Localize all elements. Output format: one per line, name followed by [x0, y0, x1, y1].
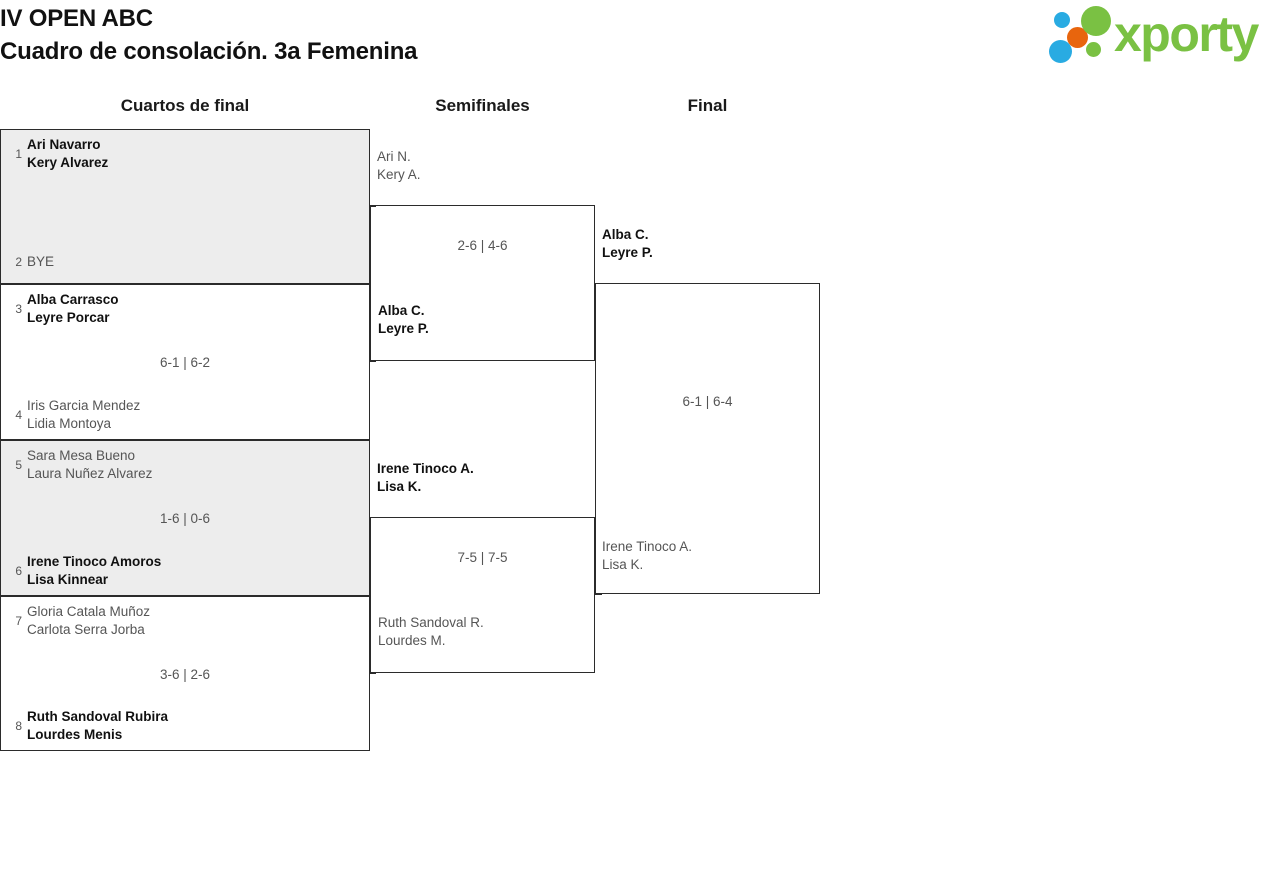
logo-dot-green-small — [1086, 42, 1101, 57]
connector-qf1-to-sf1 — [370, 206, 376, 207]
team-names: Alba Carrasco Leyre Porcar — [27, 292, 119, 325]
round-header-quarterfinals: Cuartos de final — [120, 96, 250, 115]
match-final[interactable]: 6-1 | 6-4 — [595, 283, 820, 594]
match-qf2-score: 6-1 | 6-2 — [159, 355, 211, 370]
logo-dot-orange — [1067, 27, 1088, 48]
match-final-score: 6-1 | 6-4 — [682, 394, 733, 409]
match-sf2-score: 7-5 | 7-5 — [457, 550, 508, 565]
team-names: Ruth Sandoval R. Lourdes M. — [378, 615, 484, 648]
team-names: Ari N. Kery A. — [377, 149, 421, 182]
match-sf2-player-bottom[interactable]: Ruth Sandoval R. Lourdes M. — [371, 614, 594, 650]
logo-dot-blue-small — [1054, 12, 1070, 28]
round-header-semifinals: Semifinales — [435, 96, 530, 115]
match-qf2-player-bottom[interactable]: 4 Iris Garcia Mendez Lidia Montoya — [1, 397, 369, 433]
match-qf4-player-bottom[interactable]: 8 Ruth Sandoval Rubira Lourdes Menis — [1, 708, 369, 744]
match-sf1-score: 2-6 | 4-6 — [457, 238, 508, 253]
xporty-logo[interactable]: xporty — [1048, 4, 1276, 66]
tournament-title: IV OPEN ABC — [0, 5, 153, 32]
logo-dots — [1048, 4, 1124, 66]
match-qf2[interactable]: 3 Alba Carrasco Leyre Porcar 6-1 | 6-2 4… — [0, 284, 370, 440]
connector-qf3-to-sf2 — [370, 517, 376, 518]
match-final-player-top[interactable]: Alba C. Leyre P. — [602, 226, 817, 262]
team-names: BYE — [27, 254, 55, 269]
match-qf3-player-bottom[interactable]: 6 Irene Tinoco Amoros Lisa Kinnear — [1, 553, 369, 589]
seed-number: 8 — [15, 719, 22, 733]
connector-sf1-to-final — [595, 283, 602, 284]
team-names: Iris Garcia Mendez Lidia Montoya — [27, 398, 141, 431]
round-header-final: Final — [687, 96, 728, 115]
draw-subtitle: Cuadro de consolación. 3a Femenina — [0, 38, 418, 65]
team-names: Irene Tinoco Amoros Lisa Kinnear — [27, 554, 162, 587]
match-qf1-player-bottom[interactable]: 2 BYE — [1, 253, 369, 271]
seed-number: 1 — [15, 147, 22, 161]
connector-sf2-to-final — [595, 594, 602, 595]
team-names: Irene Tinoco A. Lisa K. — [602, 539, 693, 572]
logo-wordmark: xporty — [1114, 6, 1259, 62]
team-names: Alba C. Leyre P. — [378, 303, 429, 336]
team-names: Ari Navarro Kery Alvarez — [27, 137, 109, 170]
match-qf1[interactable]: 1 Ari Navarro Kery Alvarez 2 BYE — [0, 129, 370, 284]
logo-dot-blue-large — [1049, 40, 1072, 63]
match-qf3-score: 1-6 | 0-6 — [159, 511, 211, 526]
connector-qf4-to-sf2 — [370, 673, 376, 674]
seed-number: 6 — [15, 564, 22, 578]
match-qf4-player-top[interactable]: 7 Gloria Catala Muñoz Carlota Serra Jorb… — [1, 603, 369, 639]
match-qf4-score: 3-6 | 2-6 — [159, 667, 211, 682]
match-qf3[interactable]: 5 Sara Mesa Bueno Laura Nuñez Alvarez 1-… — [0, 440, 370, 596]
seed-number: 5 — [15, 458, 22, 472]
match-sf2[interactable]: 7-5 | 7-5 Ruth Sandoval R. Lourdes M. — [370, 517, 595, 673]
seed-number: 3 — [15, 302, 22, 316]
seed-number: 2 — [15, 255, 22, 269]
match-qf4[interactable]: 7 Gloria Catala Muñoz Carlota Serra Jorb… — [0, 596, 370, 751]
match-qf3-player-top[interactable]: 5 Sara Mesa Bueno Laura Nuñez Alvarez — [1, 447, 369, 483]
team-names: Gloria Catala Muñoz Carlota Serra Jorba — [27, 604, 151, 637]
team-names: Sara Mesa Bueno Laura Nuñez Alvarez — [27, 448, 153, 481]
seed-number: 4 — [15, 408, 22, 422]
logo-dot-green-large — [1081, 6, 1111, 36]
match-sf1-player-bottom[interactable]: Alba C. Leyre P. — [371, 302, 594, 338]
title-block: IV OPEN ABC Cuadro de consolación. 3a Fe… — [0, 2, 418, 68]
team-names: Ruth Sandoval Rubira Lourdes Menis — [27, 709, 169, 742]
match-final-player-bottom[interactable]: Irene Tinoco A. Lisa K. — [602, 538, 817, 574]
match-sf1-player-top[interactable]: Ari N. Kery A. — [377, 148, 592, 184]
team-names: Alba C. Leyre P. — [602, 227, 653, 260]
page-header: IV OPEN ABC Cuadro de consolación. 3a Fe… — [0, 0, 1280, 75]
seed-number: 7 — [15, 614, 22, 628]
match-qf1-player-top[interactable]: 1 Ari Navarro Kery Alvarez — [1, 136, 369, 172]
match-sf1[interactable]: 2-6 | 4-6 Alba C. Leyre P. — [370, 205, 595, 361]
connector-qf2-to-sf1 — [370, 361, 376, 362]
match-sf2-player-top[interactable]: Irene Tinoco A. Lisa K. — [377, 460, 592, 496]
match-qf2-player-top[interactable]: 3 Alba Carrasco Leyre Porcar — [1, 291, 369, 327]
team-names: Irene Tinoco A. Lisa K. — [377, 461, 474, 494]
